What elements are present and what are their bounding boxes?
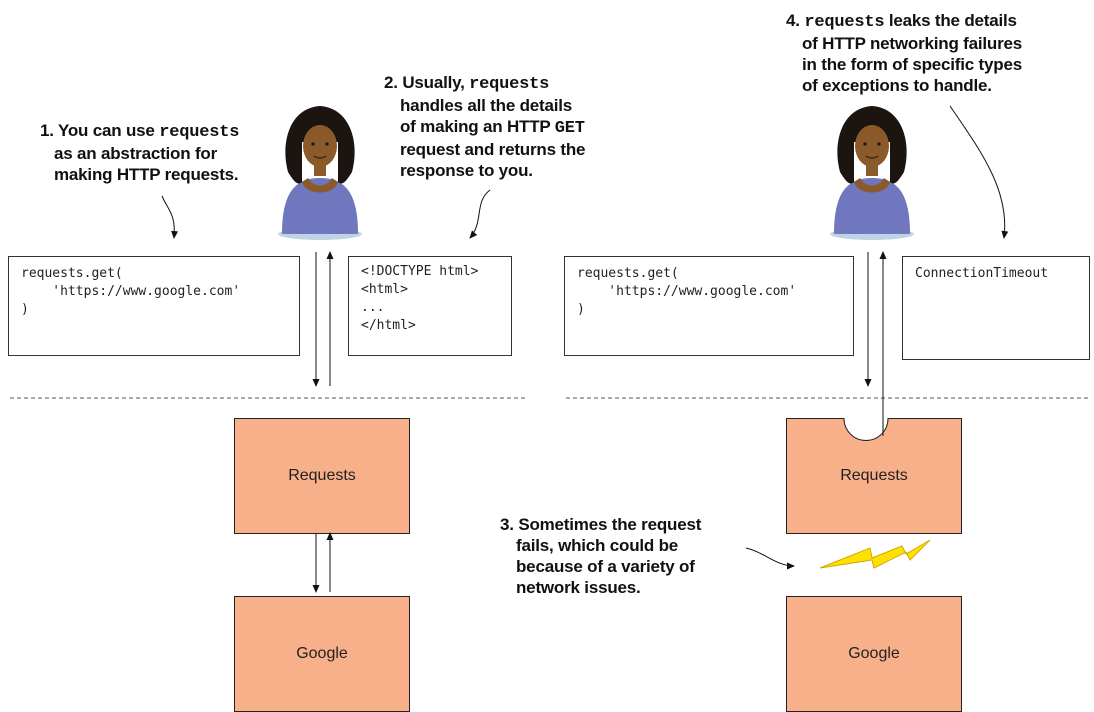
callout-1-code: requests	[159, 123, 240, 142]
response-code-line-2: <html>	[361, 282, 408, 297]
callout-2-text-1: Usually,	[402, 73, 470, 92]
callout-3-line-3: because of a variety of	[516, 557, 695, 576]
callout-3-number: 3.	[500, 515, 514, 534]
callout-3: 3. Sometimes the request fails, which co…	[500, 514, 701, 598]
callout-1: 1. You can use requests as an abstractio…	[40, 120, 239, 185]
person-icon	[278, 106, 362, 240]
left-request-code-line-3: )	[21, 302, 29, 317]
left-request-code-line-1: requests.get(	[21, 266, 123, 281]
person-icon	[830, 106, 914, 240]
callout-1-number: 1.	[40, 121, 54, 140]
callout-2-get-code: GET	[554, 119, 585, 138]
response-code-line-3: ...	[361, 300, 385, 315]
callout-2-line-3: of making an HTTP	[400, 117, 555, 136]
left-requests-block: Requests	[234, 418, 410, 534]
response-code-line-1: <!DOCTYPE html>	[361, 264, 479, 279]
callout-3-leader	[745, 547, 795, 570]
left-requests-label: Requests	[288, 467, 356, 484]
callout-1-text-1: You can use	[58, 121, 160, 140]
left-response-code-box: <!DOCTYPE html> <html> ... </html>	[348, 256, 512, 356]
left-google-label: Google	[296, 645, 348, 662]
callout-3-line-1: Sometimes the request	[518, 515, 702, 534]
callout-2: 2. Usually, requests handles all the det…	[384, 72, 585, 181]
left-google-block: Google	[234, 596, 410, 712]
right-requests-block	[786, 418, 962, 534]
callout-4: 4. requests leaks the details of HTTP ne…	[786, 10, 1022, 96]
callout-1-line-3: making HTTP requests.	[54, 165, 239, 184]
callout-2-line-5: response to you.	[400, 161, 533, 180]
callout-4-line-4: of exceptions to handle.	[802, 76, 992, 95]
callout-4-text-1: leaks the details	[884, 11, 1017, 30]
callout-4-line-2: of HTTP networking failures	[802, 34, 1023, 53]
callout-2-number: 2.	[384, 73, 398, 92]
callout-1-line-2: as an abstraction for	[54, 144, 218, 163]
right-requests-label-wrap: Requests	[786, 418, 962, 534]
callout-3-line-4: network issues.	[516, 578, 641, 597]
right-requests-label: Requests	[840, 467, 908, 484]
callout-4-leader	[949, 105, 1009, 239]
callout-3-line-2: fails, which could be	[516, 536, 679, 555]
callout-2-leader	[469, 189, 491, 239]
callout-2-line-2: handles all the details	[400, 96, 573, 115]
callout-2-line-4: request and returns the	[400, 140, 586, 159]
response-code-line-4: </html>	[361, 318, 416, 333]
callout-1-leader	[161, 195, 179, 239]
left-request-code-line-2: 'https://www.google.com'	[21, 284, 241, 299]
right-google-label: Google	[848, 645, 900, 662]
right-request-code-line-3: )	[577, 302, 585, 317]
exception-code-box: ConnectionTimeout	[902, 256, 1090, 360]
left-request-code-box: requests.get( 'https://www.google.com' )	[8, 256, 300, 356]
right-request-code-line-1: requests.get(	[577, 266, 679, 281]
exception-code-line: ConnectionTimeout	[915, 266, 1049, 281]
right-request-code-line-2: 'https://www.google.com'	[577, 284, 797, 299]
callout-4-number: 4.	[786, 11, 800, 30]
callout-2-code: requests	[469, 75, 550, 94]
right-request-code-box: requests.get( 'https://www.google.com' )	[564, 256, 854, 356]
callout-4-line-3: in the form of specific types	[802, 55, 1022, 74]
lightning-bolt-icon	[819, 539, 931, 569]
callout-4-code: requests	[804, 13, 885, 32]
